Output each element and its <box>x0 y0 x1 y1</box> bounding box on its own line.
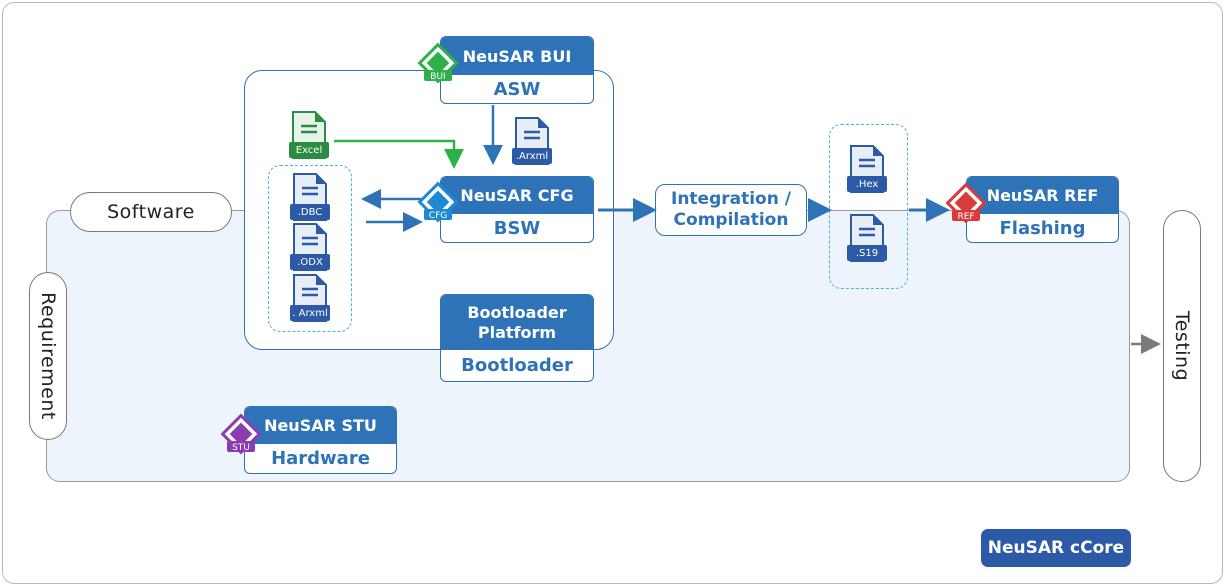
asw-label: ASW <box>493 78 541 100</box>
hex-label: .Hex <box>847 176 887 192</box>
flashing-label: Flashing <box>999 217 1086 239</box>
arxml-top-label: .Arxml <box>512 148 552 164</box>
excel-label: Excel <box>289 142 329 158</box>
bui-header: NeuSAR BUI <box>441 37 593 75</box>
bsw-label: BSW <box>493 217 541 239</box>
excel-file-icon: Excel <box>287 110 331 160</box>
cfg-header: NeuSAR CFG <box>441 177 593 214</box>
dbc-file-icon: .DBC <box>288 172 332 222</box>
bootloader-platform-header: Bootloader Platform <box>441 295 593 350</box>
integration-line2: Compilation <box>673 210 789 230</box>
integration-compilation-box[interactable]: Integration / Compilation <box>655 184 807 236</box>
neusar-bui-box[interactable]: NeuSAR BUI ASW <box>440 36 594 104</box>
neusar-ref-box[interactable]: NeuSAR REF Flashing <box>966 176 1119 243</box>
stu-logo-icon: STU <box>220 413 262 455</box>
excel-to-cfg-arrow <box>334 139 464 169</box>
odx-label: .ODX <box>290 254 330 270</box>
cfg-badge-text: CFG <box>429 211 447 221</box>
bui-logo-icon: BUI <box>417 42 459 84</box>
arxml-left-file-icon: . Arxml <box>288 273 332 323</box>
neusar-stu-box[interactable]: NeuSAR STU Hardware <box>244 406 397 474</box>
bootloader-platform-box[interactable]: Bootloader Platform Bootloader <box>440 294 594 382</box>
s19-label: .S19 <box>847 245 887 261</box>
odx-file-icon: .ODX <box>288 222 332 272</box>
stu-badge-text: STU <box>232 443 250 453</box>
ref-header: NeuSAR REF <box>967 177 1118 214</box>
software-label: Software <box>107 201 195 223</box>
bootloader-label: Bootloader <box>461 355 573 376</box>
testing-pill[interactable]: Testing <box>1163 210 1201 482</box>
software-pill[interactable]: Software <box>70 192 232 232</box>
hex-file-icon: .Hex <box>845 144 889 194</box>
neusar-ccore-badge[interactable]: NeuSAR cCore <box>981 529 1131 567</box>
ref-badge-text: REF <box>957 212 974 222</box>
arxml-top-file-icon: .Arxml <box>510 116 554 166</box>
neusar-cfg-box[interactable]: NeuSAR CFG BSW <box>440 176 594 243</box>
bootloader-platform-line1: Bootloader <box>467 302 567 322</box>
stu-header: NeuSAR STU <box>245 407 396 444</box>
hardware-label: Hardware <box>271 448 370 469</box>
dbc-label: .DBC <box>290 204 330 220</box>
requirement-pill[interactable]: Requirement <box>29 272 67 440</box>
arxml-left-label: . Arxml <box>290 305 330 321</box>
s19-file-icon: .S19 <box>845 213 889 263</box>
cfg-logo-icon: CFG <box>417 181 459 223</box>
bootloader-platform-line2: Platform <box>477 322 557 342</box>
bsw-input-files-group <box>268 165 352 332</box>
ref-logo-icon: REF <box>945 182 987 224</box>
integration-line1: Integration / <box>671 189 791 209</box>
bui-badge-text: BUI <box>430 72 445 82</box>
